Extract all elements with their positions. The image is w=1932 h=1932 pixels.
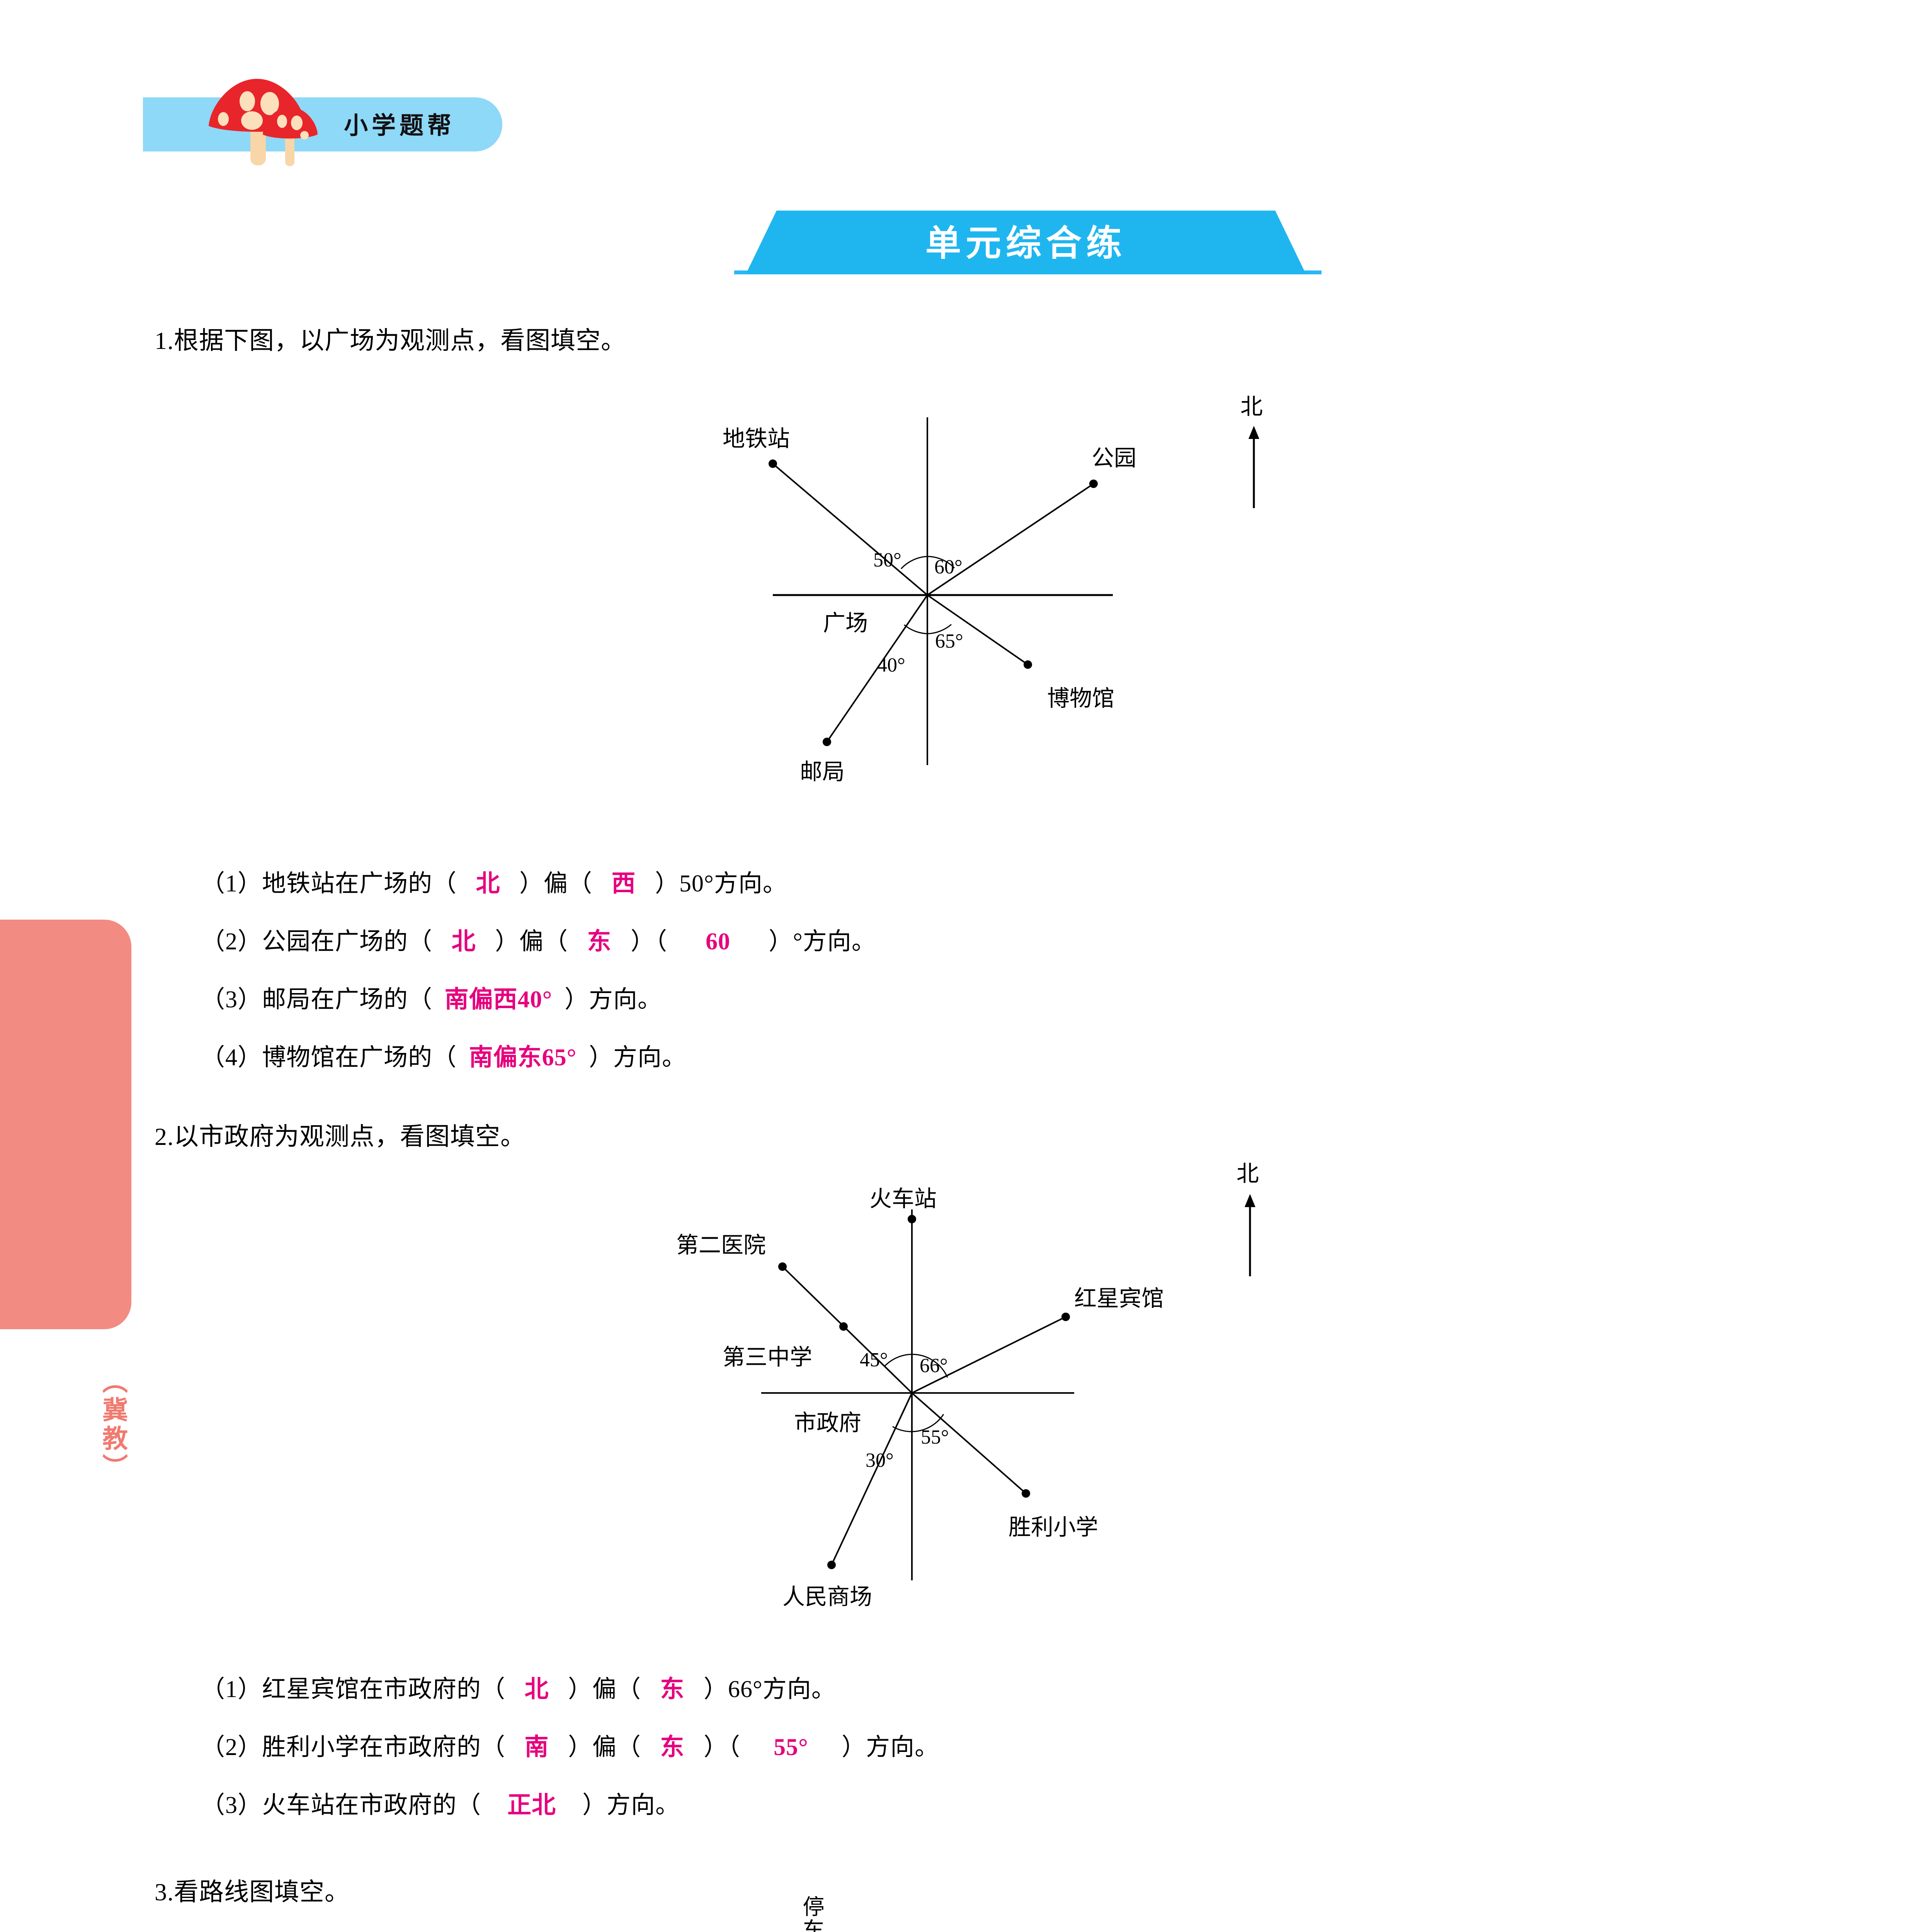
- mushroom-small-icon: [263, 107, 318, 166]
- question-3-text: 看路线图填空。: [174, 1878, 350, 1906]
- q1-north-label: 北: [1240, 394, 1263, 419]
- question-1-blank-1: （1）地铁站在广场的（ 北 ）偏（ 西 ）50°方向。: [201, 864, 787, 898]
- q1-b1-answer-1[interactable]: 北: [476, 871, 500, 897]
- q2-b3-pre: 火车站在市政府的（: [262, 1792, 481, 1818]
- q1-label-postoffice: 邮局: [800, 759, 845, 784]
- question-1-prompt: 1.根据下图，以广场为观测点，看图填空。: [155, 321, 626, 356]
- side-tab-background: [0, 920, 131, 1329]
- q2-label-third-middle-school: 第三中学: [723, 1345, 813, 1370]
- q1-b2-answer-3[interactable]: 60: [706, 929, 731, 955]
- q1-b2-pre: 公园在广场的（: [262, 929, 433, 955]
- q2-b2-mid2: ）（: [704, 1734, 741, 1760]
- q2-label-second-hospital: 第二医院: [676, 1233, 766, 1258]
- q2-b3-index: （3）: [201, 1792, 262, 1818]
- q2-angle-45: 45°: [860, 1349, 888, 1371]
- q2-b1-mid: ）偏（: [568, 1676, 641, 1702]
- q1-label-park: 公园: [1092, 446, 1137, 471]
- q2-angle-66: 66°: [920, 1355, 948, 1377]
- q1-b1-index: （1）: [201, 871, 262, 897]
- question-3-number: 3.: [155, 1878, 174, 1906]
- question-2-prompt: 2.以市政府为观测点，看图填空。: [155, 1117, 526, 1152]
- logo-pill-background: [143, 97, 502, 151]
- q2-b1-post: ）66°方向。: [704, 1676, 836, 1702]
- side-tab-subtitle: （冀教）: [98, 1368, 128, 1482]
- question-1-diagram: 地铁站 公园 博物馆 邮局 广场 50° 60° 65° 40° 北: [657, 394, 1263, 811]
- q2-label-train-station: 火车站: [869, 1186, 937, 1211]
- q2-b1-index: （1）: [201, 1676, 262, 1702]
- q2-b1-pre: 红星宾馆在市政府的（: [262, 1676, 506, 1702]
- logo-text: 小学题帮: [344, 111, 456, 139]
- question-1-blank-3: （3）邮局在广场的（ 南偏西40° ）方向。: [201, 980, 662, 1014]
- q2-label-shengli-primary: 胜利小学: [1009, 1515, 1099, 1540]
- question-1-number: 1.: [155, 327, 174, 354]
- q1-b2-mid1: ）偏（: [495, 929, 568, 955]
- q1-angle-40: 40°: [877, 654, 905, 676]
- q1-angle-65: 65°: [935, 630, 963, 652]
- q1-b2-answer-1[interactable]: 北: [451, 929, 476, 955]
- q1-label-museum: 博物馆: [1047, 686, 1115, 711]
- q2-label-hongxing-hotel: 红星宾馆: [1074, 1286, 1164, 1311]
- q2-b3-answer-1[interactable]: 正北: [507, 1792, 556, 1818]
- q2-label-city-government: 市政府: [794, 1410, 862, 1435]
- q1-b1-answer-2[interactable]: 西: [611, 871, 636, 897]
- q1-b3-pre: 邮局在广场的（: [262, 986, 433, 1013]
- q2-b2-post: ）方向。: [842, 1734, 939, 1760]
- q1-b1-mid: ）偏（: [519, 871, 593, 897]
- question-2-diagram: 火车站 第二医院 第三中学 红星宾馆 胜利小学 人民商场 市政府 45° 66°…: [618, 1161, 1275, 1619]
- q1-north-arrow-icon: [1248, 426, 1259, 508]
- header-banner-shape: [746, 211, 1306, 274]
- q2-b2-mid1: ）偏（: [568, 1734, 641, 1760]
- question-2-text: 以市政府为观测点，看图填空。: [174, 1123, 526, 1150]
- q1-b1-pre: 地铁站在广场的（: [262, 871, 457, 897]
- q1-b1-post: ）50°方向。: [655, 871, 787, 897]
- q2-angle-30: 30°: [866, 1449, 894, 1471]
- question-3-route-map: 停车场 书店 公园 2路 1路 药房 邮局 商店 公安局 图书馆 医院 体育场 …: [502, 1895, 1507, 1932]
- q1-b4-answer-1[interactable]: 南偏东65°: [469, 1044, 577, 1071]
- page-title: 单元综合练: [925, 223, 1126, 264]
- q2-north-label: 北: [1236, 1161, 1259, 1186]
- q1-b4-index: （4）: [201, 1044, 262, 1071]
- q1-label-square: 广场: [823, 611, 868, 636]
- q2-b3-post: ）方向。: [582, 1792, 680, 1818]
- q2-north-arrow-icon: [1245, 1194, 1255, 1276]
- q2-b2-answer-1[interactable]: 南: [524, 1734, 549, 1760]
- question-1-text: 根据下图，以广场为观测点，看图填空。: [174, 327, 626, 354]
- q1-b3-post: ）方向。: [565, 986, 662, 1013]
- q2-label-renmin-mall: 人民商场: [782, 1584, 872, 1609]
- q1-angle-50: 50°: [873, 549, 901, 571]
- q1-b2-post: ）°方向。: [769, 929, 876, 955]
- q1-b4-post: ）方向。: [589, 1044, 687, 1071]
- question-2-blank-2: （2）胜利小学在市政府的（ 南 ）偏（ 东 ）（ 55° ）方向。: [201, 1727, 939, 1762]
- q1-b2-mid2: ）（: [631, 929, 668, 955]
- q2-b2-index: （2）: [201, 1734, 262, 1760]
- question-1-blank-4: （4）博物馆在广场的（ 南偏东65° ）方向。: [201, 1037, 686, 1072]
- q1-b4-pre: 博物馆在广场的（: [262, 1044, 457, 1071]
- q2-b2-answer-3[interactable]: 55°: [774, 1734, 808, 1760]
- q1-angle-60: 60°: [934, 556, 963, 578]
- brand-logo: 小学题帮: [143, 77, 502, 166]
- side-tab-title: 五年级数学·上: [93, 23, 128, 272]
- q3-label-parking-lot: 停车场: [799, 1895, 823, 1932]
- question-2-blank-1: （1）红星宾馆在市政府的（ 北 ）偏（ 东 ）66°方向。: [201, 1669, 836, 1704]
- q1-label-subway: 地铁站: [723, 426, 790, 451]
- q2-b2-answer-2[interactable]: 东: [660, 1734, 685, 1760]
- q1-b3-answer-1[interactable]: 南偏西40°: [444, 986, 553, 1013]
- q2-b2-pre: 胜利小学在市政府的（: [262, 1734, 506, 1760]
- q2-b1-answer-2[interactable]: 东: [660, 1676, 685, 1702]
- question-2-number: 2.: [155, 1123, 174, 1150]
- q1-b3-index: （3）: [201, 986, 262, 1013]
- question-3-prompt: 3.看路线图填空。: [155, 1872, 350, 1908]
- question-1-blank-2: （2）公园在广场的（ 北 ）偏（ 东 ）（ 60 ）°方向。: [201, 922, 876, 956]
- q1-b2-index: （2）: [201, 929, 262, 955]
- q2-b1-answer-1[interactable]: 北: [524, 1676, 549, 1702]
- question-2-blank-3: （3）火车站在市政府的（ 正北 ）方向。: [201, 1785, 680, 1820]
- q2-angle-55: 55°: [921, 1426, 949, 1448]
- q1-b2-answer-2[interactable]: 东: [587, 929, 612, 955]
